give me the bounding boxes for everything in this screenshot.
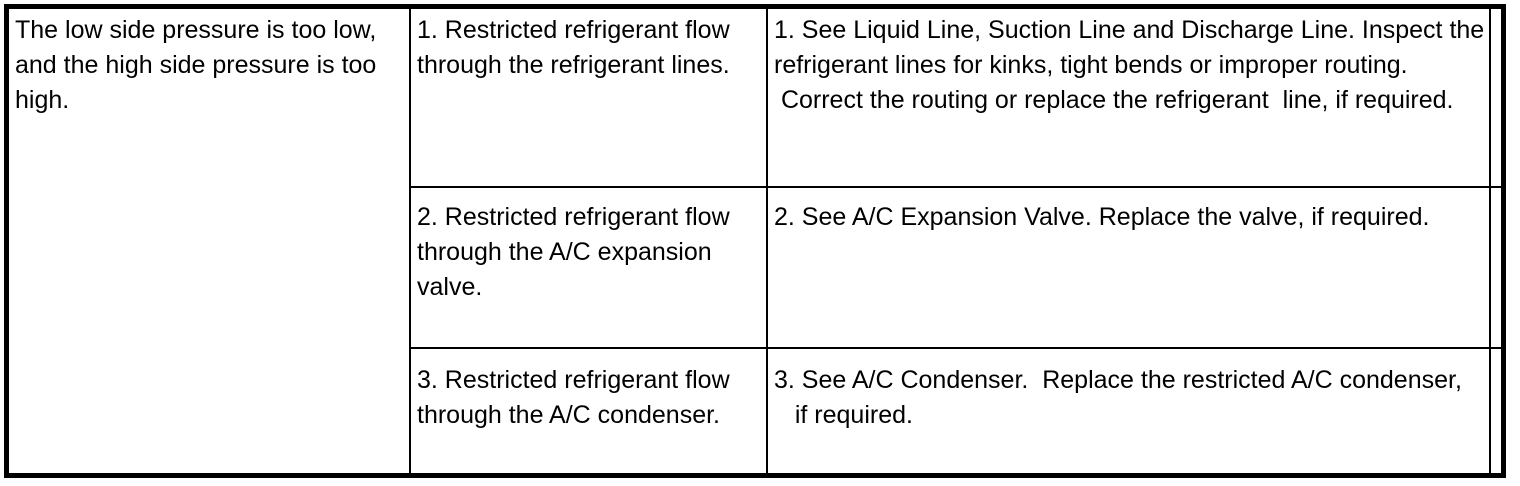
cause-cell-2: 2. Restricted refrigerant flow through t… — [411, 186, 766, 347]
cause-cell-3: 3. Restricted refrigerant flow through t… — [411, 347, 766, 473]
spacer-cell-1 — [1489, 9, 1501, 186]
troubleshooting-table: The low side pressure is too low, and th… — [4, 4, 1506, 478]
action-cell-2: 2. See A/C Expansion Valve. Replace the … — [766, 186, 1489, 347]
action-cell-1: 1. See Liquid Line, Suction Line and Dis… — [766, 9, 1489, 186]
spacer-cell-2 — [1489, 186, 1501, 347]
spacer-cell-3 — [1489, 347, 1501, 473]
condition-cell: The low side pressure is too low, and th… — [9, 9, 411, 473]
action-cell-3: 3. See A/C Condenser. Replace the restri… — [766, 347, 1489, 473]
cause-cell-1: 1. Restricted refrigerant flow through t… — [417, 16, 730, 79]
